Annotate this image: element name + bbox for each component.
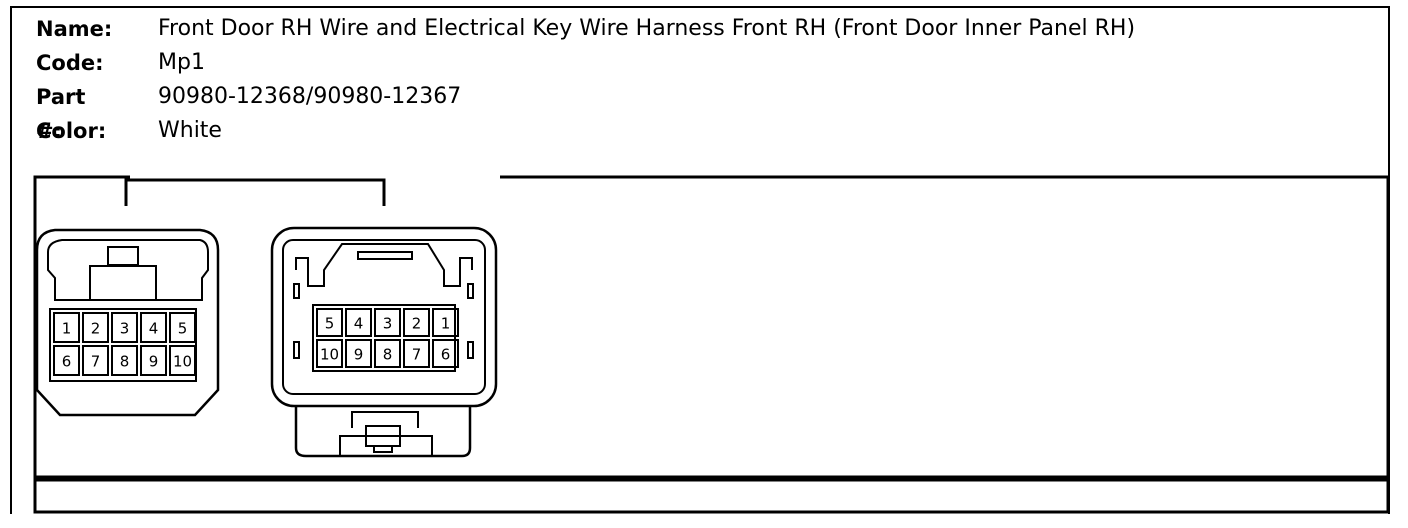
right-connector-pin-cavity [432, 308, 459, 337]
pair-bracket [124, 178, 386, 206]
left-connector-outline [35, 228, 220, 417]
color-label: Color: [36, 119, 107, 143]
left-connector-pin-cavity [140, 312, 167, 343]
right-connector-pin-label: 8 [383, 346, 393, 364]
left-connector-pin-label: 5 [178, 320, 188, 338]
left-connector-pin-label: 4 [149, 320, 159, 338]
right-connector-pin-label: 9 [354, 346, 364, 364]
left-connector-pin-cavity [53, 345, 80, 376]
name-value: Front Door RH Wire and Electrical Key Wi… [158, 16, 1136, 41]
left-connector-pin-cavity [169, 345, 196, 376]
right-connector-pin-cavity [345, 308, 372, 337]
right-connector-outline [270, 226, 498, 408]
left-connector-pin-cavity [111, 345, 138, 376]
left-connector-pin-label: 1 [62, 320, 72, 338]
left-connector-pin-cavity [111, 312, 138, 343]
left-connector-pin-cavity [169, 312, 196, 343]
right-connector-pin-label: 4 [354, 315, 364, 333]
left-connector: 1 2 3 4 5 6 7 8 9 10 [35, 228, 220, 417]
right-connector-pin-label: 7 [412, 346, 422, 364]
left-connector-pin-cavity [82, 312, 109, 343]
left-connector-pin-label: 6 [62, 353, 72, 371]
right-connector-pin-cavity [316, 308, 343, 337]
left-connector-pin-cavity [82, 345, 109, 376]
left-connector-pin-label: 8 [120, 353, 130, 371]
left-connector-pin-label: 7 [91, 353, 101, 371]
right-connector-pin-cavity [403, 308, 430, 337]
right-connector-pin-label: 2 [412, 315, 422, 333]
left-connector-pin-cavity [53, 312, 80, 343]
left-connector-pin-label: 3 [120, 320, 130, 338]
left-connector-pin-label: 10 [173, 353, 192, 371]
right-connector-pin-label: 3 [383, 315, 393, 333]
right-connector-pin-cavity [316, 339, 343, 368]
right-connector-pin-cavity [345, 339, 372, 368]
left-connector-pin-label: 2 [91, 320, 101, 338]
name-label: Name: [36, 17, 113, 41]
right-connector: 5 4 3 2 1 10 9 8 7 6 [270, 226, 498, 458]
left-lock-tab [107, 246, 139, 266]
bottom-strip-border [33, 478, 1390, 514]
color-value: White [158, 118, 222, 143]
left-connector-pin-cavity [140, 345, 167, 376]
right-connector-pin-cavity [432, 339, 459, 368]
right-connector-pin-cavity [403, 339, 430, 368]
code-value: Mp1 [158, 50, 205, 75]
right-connector-pin-cavity [374, 339, 401, 368]
drawing-area-border [33, 175, 1390, 479]
part-label: Part #: [36, 85, 86, 143]
right-connector-pin-cavity [374, 308, 401, 337]
right-latch [294, 406, 472, 458]
code-label: Code: [36, 51, 104, 75]
right-connector-pin-label: 10 [320, 346, 339, 364]
part-value: 90980-12368/90980-12367 [158, 84, 462, 109]
right-connector-pin-label: 6 [441, 346, 451, 364]
right-connector-pin-label: 1 [441, 315, 451, 333]
right-connector-pin-label: 5 [325, 315, 335, 333]
left-connector-pin-label: 9 [149, 353, 159, 371]
